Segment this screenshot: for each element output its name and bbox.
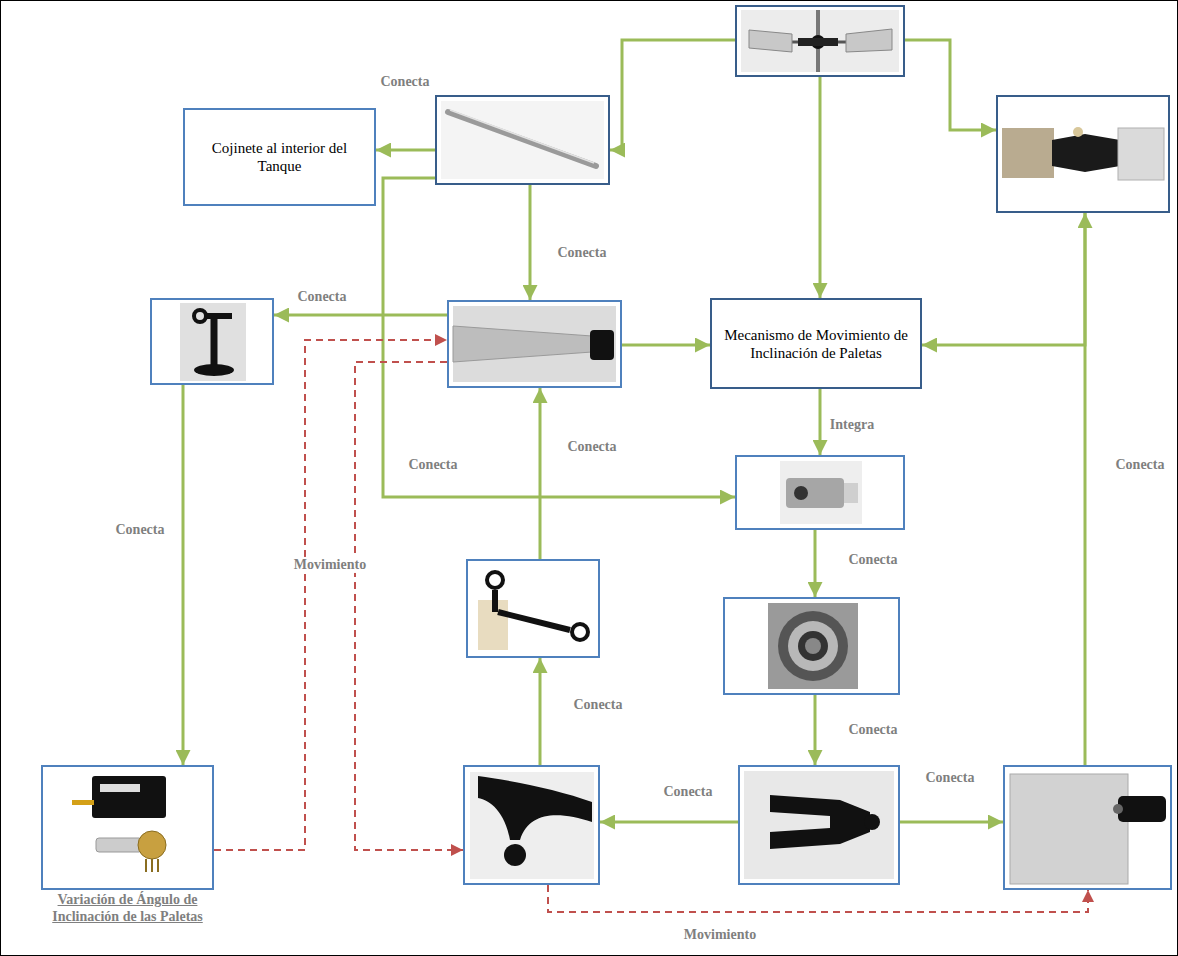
bearing-photo <box>768 603 858 689</box>
connection-arrow <box>622 344 710 347</box>
node-label: Mecanismo de Movimiento de Inclinación d… <box>718 326 914 362</box>
connection-arrow <box>814 695 817 765</box>
edge-label: Conecta <box>924 770 977 786</box>
motion-arrow <box>214 340 447 850</box>
blade-photo <box>453 306 616 382</box>
motion-arrow <box>355 362 463 850</box>
connection-arrow <box>900 821 1003 824</box>
node-label: Cojinete al interior del Tanque <box>191 139 368 175</box>
connection-arrow <box>539 658 542 765</box>
edge-label: Integra <box>828 417 876 433</box>
servo-photo <box>72 776 166 872</box>
photo-box <box>738 765 900 885</box>
edge-label: Movimiento <box>292 557 368 573</box>
fork-photo <box>744 771 894 879</box>
connection-arrow <box>819 389 822 455</box>
process-box: Cojinete al interior del Tanque <box>183 108 376 206</box>
node-heading: Variación de Ángulo de Inclinación de la… <box>43 892 212 926</box>
connection-arrow <box>819 77 822 298</box>
lever-photo <box>478 572 588 650</box>
connection-arrow <box>383 178 735 497</box>
connection-arrow <box>274 314 447 317</box>
connection-arrow <box>182 385 185 765</box>
photo-box <box>735 455 905 530</box>
holder-photo <box>1002 127 1164 180</box>
edge-label: Conecta <box>407 457 460 473</box>
hub-photo <box>780 461 862 524</box>
edge-label: Conecta <box>1114 457 1167 473</box>
connection-arrow <box>539 388 542 559</box>
photo-box: Variación de Ángulo de Inclinación de la… <box>41 765 214 890</box>
block-photo <box>1010 774 1166 884</box>
edge-label: Conecta <box>572 697 625 713</box>
photo-box <box>150 298 274 385</box>
connection-arrow <box>905 40 996 130</box>
ball-link-photo <box>470 772 594 879</box>
rod-photo <box>441 101 604 179</box>
connection-arrow <box>1084 213 1087 765</box>
edge-label: Conecta <box>296 289 349 305</box>
edge-label: Conecta <box>847 552 900 568</box>
connection-arrow <box>376 149 435 152</box>
process-box: Mecanismo de Movimiento de Inclinación d… <box>710 298 922 389</box>
connection-arrow <box>610 40 735 150</box>
photo-box <box>996 95 1170 213</box>
arm-photo <box>180 303 246 381</box>
edge-label: Conecta <box>114 522 167 538</box>
connection-arrow <box>600 821 738 824</box>
photo-box <box>466 559 600 658</box>
connection-arrow <box>814 530 817 597</box>
edge-label: Conecta <box>847 722 900 738</box>
photo-box <box>447 300 622 388</box>
edge-label: Conecta <box>379 74 432 90</box>
edge-label: Movimiento <box>682 927 758 943</box>
photo-box <box>435 95 610 185</box>
impeller-photo <box>741 10 899 72</box>
photo-box <box>723 597 900 695</box>
edge-label: Conecta <box>662 784 715 800</box>
edge-label: Conecta <box>556 245 609 261</box>
connection-arrow <box>529 185 532 300</box>
edge-label: Conecta <box>566 439 619 455</box>
photo-box <box>735 5 905 77</box>
connection-arrow <box>922 213 1085 345</box>
photo-box <box>463 765 600 885</box>
photo-box <box>1003 765 1172 890</box>
